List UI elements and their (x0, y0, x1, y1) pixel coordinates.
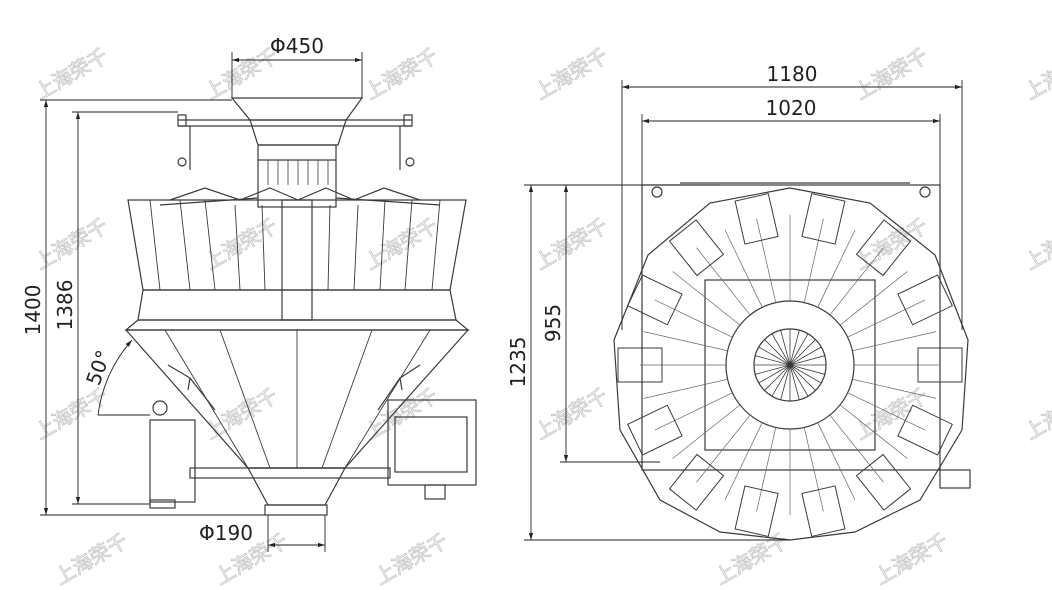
watermark-text: 上海荣千 (851, 44, 932, 105)
weigh-bucket (669, 220, 723, 276)
watermark-text: 上海荣千 (1021, 44, 1052, 105)
top-dim-labels: 1180 1020 1235 955 (506, 62, 817, 387)
watermark-text: 上海荣千 (371, 529, 452, 586)
watermark-text: 上海荣千 (1021, 214, 1052, 275)
watermark-text: 上海荣千 (51, 529, 132, 586)
weigh-bucket (669, 455, 723, 511)
feed-hopper (232, 98, 362, 120)
watermark-text: 上海荣千 (201, 384, 282, 445)
frame-width-label: 1020 (766, 96, 817, 120)
hopper-diameter-label: Φ450 (270, 34, 324, 58)
overall-depth-label: 1235 (506, 337, 530, 388)
watermark-text: 上海荣千 (361, 384, 442, 445)
cone-angle-label: 50° (81, 347, 116, 389)
watermark-text: 上海荣千 (531, 214, 612, 275)
watermark-text: 上海荣千 (1021, 384, 1052, 445)
watermark-text: 上海荣千 (31, 44, 112, 105)
watermark-text: 上海荣千 (871, 529, 952, 586)
outlet-diameter-label: Φ190 (199, 521, 253, 545)
watermark-text: 上海荣千 (361, 214, 442, 275)
distributor-unit (258, 145, 336, 207)
weigh-bucket (856, 455, 910, 511)
watermark-text: 上海荣千 (531, 384, 612, 445)
total-height-label: 1400 (21, 285, 45, 336)
watermark-text: 上海荣千 (361, 44, 442, 105)
frame-depth-label: 955 (541, 304, 565, 342)
front-view (126, 98, 476, 515)
front-dimensions (40, 52, 362, 552)
watermark-text: 上海荣千 (31, 214, 112, 275)
height-2-label: 1386 (53, 280, 77, 331)
overall-width-label: 1180 (767, 62, 818, 86)
watermark-text: 上海荣千 (531, 44, 612, 105)
watermark-text: 上海荣千 (31, 384, 112, 445)
watermark-text: 上海荣千 (711, 529, 792, 586)
